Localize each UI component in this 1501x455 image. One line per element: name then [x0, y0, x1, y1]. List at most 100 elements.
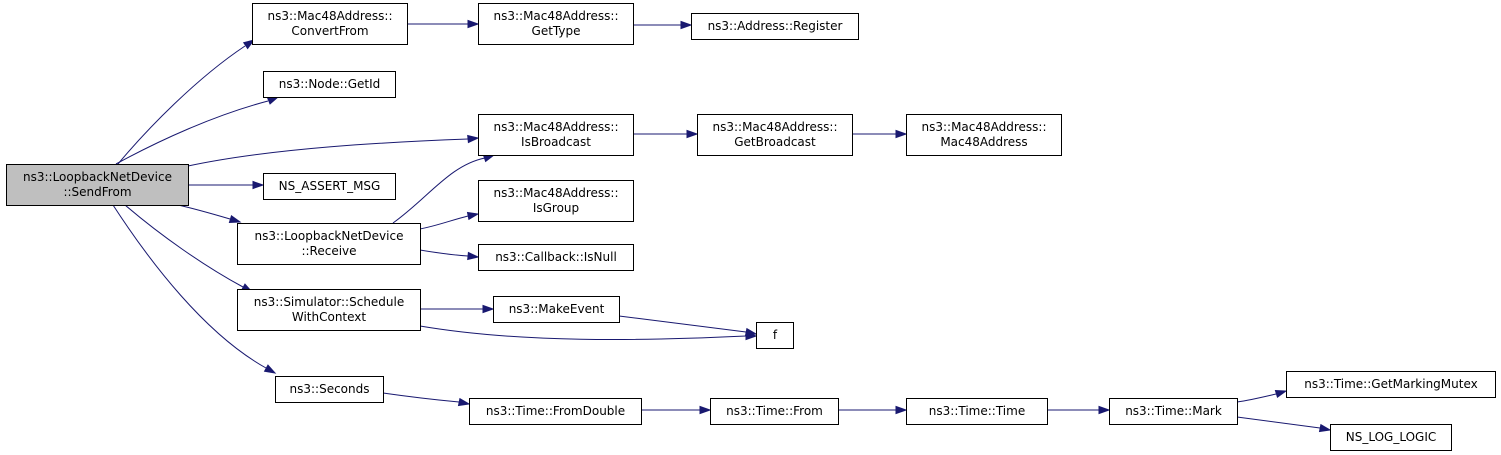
node-label: ns3::Time::Mark [1125, 404, 1222, 418]
node-box [478, 180, 634, 222]
node-label: ns3::Mac48Address:: [493, 9, 618, 23]
edge-from-to-time [838, 405, 908, 415]
node-box [697, 114, 853, 156]
node-time[interactable]: ns3::Time::Time [906, 398, 1048, 425]
node-box [1109, 398, 1238, 425]
edge-getbroadcast-to-mac48address [852, 129, 908, 139]
edge-line [419, 215, 469, 230]
node-sendfrom[interactable]: ns3::LoopbackNetDevice::SendFrom [6, 164, 189, 206]
node-receive[interactable]: ns3::LoopbackNetDevice::Receive [237, 223, 421, 265]
arrowhead-icon [467, 19, 480, 29]
arrowhead-icon [467, 134, 480, 144]
node-box [252, 3, 408, 45]
arrowhead-icon [457, 397, 471, 407]
edge-makeevent-to-f [618, 315, 758, 337]
arrowhead-icon [686, 129, 699, 139]
edge-sendfrom-to-assertmsg [188, 180, 265, 190]
node-box [263, 173, 396, 200]
node-box [906, 398, 1048, 425]
node-mark[interactable]: ns3::Time::Mark [1109, 398, 1238, 425]
arrowhead-icon [467, 251, 480, 261]
node-getbroadcast[interactable]: ns3::Mac48Address::GetBroadcast [697, 114, 853, 156]
arrowhead-icon [680, 20, 693, 30]
node-label: NS_ASSERT_MSG [279, 179, 381, 193]
edge-receive-to-isgroup [419, 211, 480, 230]
edge-sendfrom-to-seconds [112, 204, 277, 374]
node-seconds[interactable]: ns3::Seconds [275, 376, 384, 403]
arrowhead-icon [252, 180, 265, 190]
call-graph-nodes: ns3::LoopbackNetDevice::SendFromns3::Mac… [6, 3, 1496, 451]
node-label: ns3::Time::From [726, 404, 823, 418]
node-label: GetBroadcast [734, 135, 816, 149]
arrowhead-icon [1318, 423, 1332, 433]
node-isgroup[interactable]: ns3::Mac48Address::IsGroup [478, 180, 634, 222]
node-label: ns3::Node::GetId [279, 77, 381, 91]
edge-line [177, 204, 231, 220]
node-label: ::Receive [301, 244, 356, 258]
edge-line [115, 100, 269, 165]
node-f[interactable]: f [756, 322, 794, 349]
edge-sendfrom-to-isbroadcast [187, 134, 480, 167]
arrowhead-icon [263, 364, 277, 374]
node-label: ns3::Mac48Address:: [493, 120, 618, 134]
node-label: IsGroup [533, 201, 579, 215]
arrowhead-icon [699, 405, 712, 415]
edge-line [392, 157, 486, 224]
node-box [478, 114, 634, 156]
node-isbroadcast[interactable]: ns3::Mac48Address::IsBroadcast [478, 114, 634, 156]
node-label: ns3::Mac48Address:: [493, 186, 618, 200]
node-label: ns3::Time::Time [929, 404, 1025, 418]
edge-sendfrom-to-getid [115, 96, 280, 165]
edge-schedule-to-makeevent [420, 304, 495, 314]
node-box [756, 322, 794, 349]
arrowhead-icon [895, 129, 908, 139]
edge-line [419, 325, 747, 341]
node-label: ns3::LoopbackNetDevice [23, 170, 172, 184]
node-label: ns3::Mac48Address:: [921, 120, 1046, 134]
edge-seconds-to-fromdouble [382, 392, 471, 407]
node-label: ns3::MakeEvent [509, 302, 605, 316]
node-box [469, 398, 642, 425]
edge-fromdouble-to-from [641, 405, 712, 415]
edge-line [124, 204, 244, 288]
node-label: ns3::Time::FromDouble [486, 404, 625, 418]
arrowhead-icon [482, 304, 495, 314]
node-getmarkingmutex[interactable]: ns3::Time::GetMarkingMutex [1286, 371, 1496, 398]
edge-gettype-to-register [633, 20, 693, 30]
edge-line [618, 315, 747, 333]
node-label: ns3::Mac48Address:: [267, 9, 392, 23]
node-label: ns3::LoopbackNetDevice [255, 229, 404, 243]
edge-line [1236, 416, 1321, 429]
node-gettype[interactable]: ns3::Mac48Address::GetType [478, 3, 634, 45]
arrowhead-icon [242, 39, 256, 50]
edge-receive-to-isnull [419, 249, 480, 261]
edge-line [419, 249, 469, 257]
node-box [691, 13, 859, 40]
node-isnull[interactable]: ns3::Callback::IsNull [478, 244, 634, 271]
edge-time-to-mark [1047, 405, 1111, 415]
node-loglogic[interactable]: NS_LOG_LOGIC [1330, 424, 1452, 451]
node-mac48address[interactable]: ns3::Mac48Address::Mac48Address [906, 114, 1062, 156]
node-getid[interactable]: ns3::Node::GetId [263, 71, 396, 98]
arrowhead-icon [1098, 405, 1111, 415]
edge-line [1236, 393, 1277, 403]
node-register[interactable]: ns3::Address::Register [691, 13, 859, 40]
edge-sendfrom-to-receive [177, 204, 242, 224]
node-label: ns3::Mac48Address:: [712, 120, 837, 134]
node-box [710, 398, 839, 425]
edge-line [187, 138, 469, 167]
node-makeevent[interactable]: ns3::MakeEvent [493, 296, 620, 323]
node-from[interactable]: ns3::Time::From [710, 398, 839, 425]
edge-mark-to-getmarkingmutex [1236, 389, 1288, 403]
edge-sendfrom-to-convertfrom [117, 39, 256, 165]
edge-line [382, 392, 460, 403]
node-box [1330, 424, 1452, 451]
node-assertmsg[interactable]: NS_ASSERT_MSG [263, 173, 396, 200]
node-convertfrom[interactable]: ns3::Mac48Address::ConvertFrom [252, 3, 408, 45]
node-box [906, 114, 1062, 156]
node-fromdouble[interactable]: ns3::Time::FromDouble [469, 398, 642, 425]
node-label: WithContext [292, 310, 367, 324]
node-label: ns3::Callback::IsNull [495, 250, 617, 264]
